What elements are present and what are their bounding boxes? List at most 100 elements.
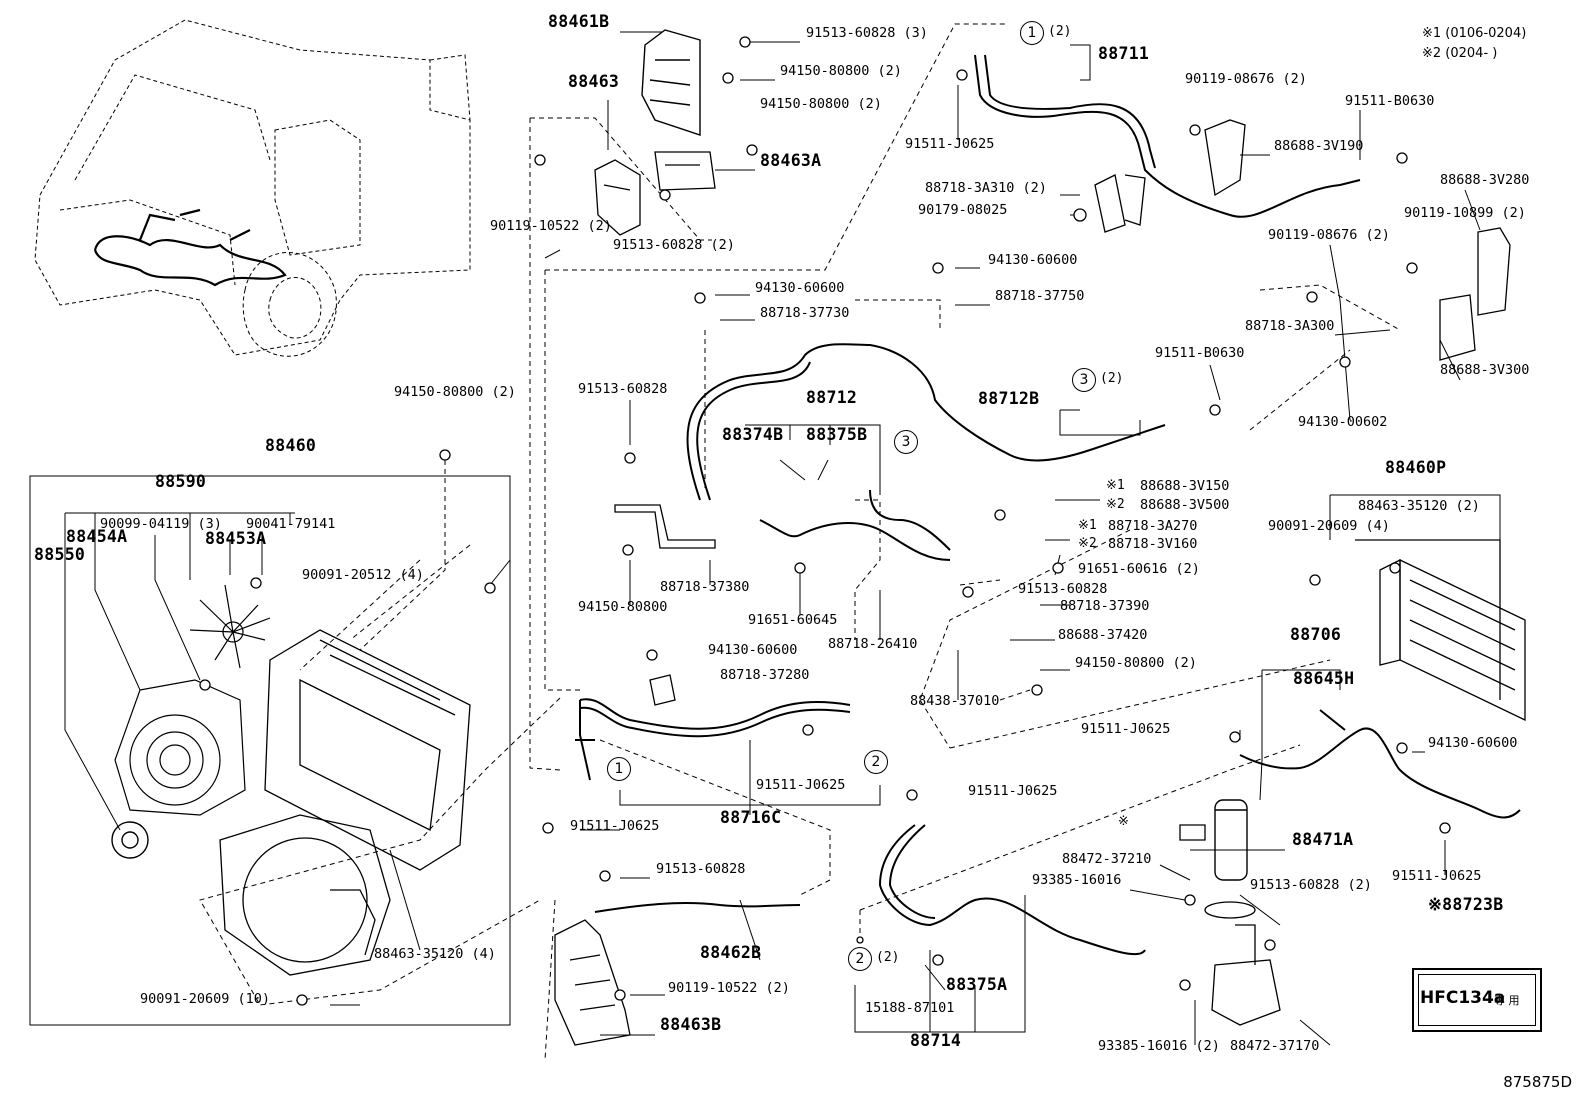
part-number-label: 94130-60600 xyxy=(755,280,845,296)
part-number-label: 94130-60600 xyxy=(1428,735,1518,751)
leader-lines xyxy=(29,31,1501,1046)
variant-mark: ※2 xyxy=(1106,497,1125,512)
part-number-label: 88438-37010 xyxy=(910,693,1000,709)
vehicle-outline xyxy=(34,19,471,357)
callout-circle: 2 xyxy=(864,750,888,774)
part-number-label: 90119-10522 (2) xyxy=(490,218,612,234)
condenser-88460p xyxy=(1355,539,1526,722)
callout-circle: 1 xyxy=(1020,21,1044,45)
part-number-label: 90041-79141 xyxy=(246,516,336,532)
callout-circle: 1 xyxy=(607,757,631,781)
part-number-label: 88453A xyxy=(205,529,267,548)
callout-circle: 3 xyxy=(1072,368,1096,392)
part-number-label: 91513-60828 xyxy=(1018,581,1108,597)
part-number-label: 91651-60616 (2) xyxy=(1078,561,1200,577)
bracket-88472-37170 xyxy=(1204,901,1281,1026)
part-number-label: 88706 xyxy=(1290,625,1342,644)
part-number-label: 91511-B0630 xyxy=(1155,345,1245,361)
part-number-label: 90119-08676 (2) xyxy=(1268,227,1390,243)
part-number-label: 88463-35120 (2) xyxy=(1358,498,1480,514)
hose-88712-lower xyxy=(759,489,951,561)
band-88472-37210 xyxy=(1179,824,1206,841)
part-number-label: 94130-60600 xyxy=(988,252,1078,268)
part-number-label: 88472-37210 xyxy=(1062,851,1152,867)
part-number-label: 94130-60600 xyxy=(708,642,798,658)
part-number-label: 91513-60828 (2) xyxy=(613,237,735,253)
part-number-label: 94150-80800 (2) xyxy=(394,384,516,400)
part-number-label: 90119-08676 (2) xyxy=(1185,71,1307,87)
part-number-label: 88712B xyxy=(978,389,1040,408)
bracket-88688-3v190 xyxy=(1094,119,1246,233)
part-number-label: 88471A xyxy=(1292,830,1354,849)
part-number-label: 88718-3A310 (2) xyxy=(925,180,1047,196)
part-number-label: 88460P xyxy=(1385,458,1447,477)
cable-88462b xyxy=(594,902,801,913)
callout-circle: 2 xyxy=(848,947,872,971)
fasteners xyxy=(199,36,1451,1006)
part-number-label: 91511-J0625 xyxy=(1392,868,1482,884)
shroud-88454a xyxy=(114,679,246,816)
part-number-label: 88462B xyxy=(700,943,762,962)
part-number-label: 88688-3V280 xyxy=(1440,172,1530,188)
variant-mark: ※1 xyxy=(1078,518,1097,533)
receiver-88471a xyxy=(1214,799,1248,881)
part-number-label: 88718-3V160 xyxy=(1108,536,1198,552)
part-number-label: 88718-37730 xyxy=(760,305,850,321)
bracket-88463 xyxy=(594,151,716,236)
part-number-label: 91511-J0625 xyxy=(756,777,846,793)
part-number-label: 88460 xyxy=(265,436,317,455)
part-number-label: 88590 xyxy=(155,472,207,491)
hose-88716c xyxy=(575,698,851,781)
part-number-label: 88688-3V300 xyxy=(1440,362,1530,378)
fan-88453a xyxy=(189,584,271,669)
part-number-label: 15188-87101 xyxy=(865,1000,955,1016)
hose-88711 xyxy=(974,54,1361,218)
part-number-label: 88375B xyxy=(806,425,868,444)
bracket-88461b xyxy=(641,29,701,136)
part-number-label: 88688-3V500 xyxy=(1140,497,1230,513)
bracket-88718-37380 xyxy=(614,504,716,549)
part-number-label: 91511-J0625 xyxy=(570,818,660,834)
hose-88712 xyxy=(686,343,1166,501)
part-number-label: 88463B xyxy=(660,1015,722,1034)
part-number-label: 88711 xyxy=(1098,44,1150,63)
part-number-label: 88688-3V190 xyxy=(1274,138,1364,154)
part-number-label: 93385-16016 (2) xyxy=(1098,1038,1220,1054)
part-number-label: 88375A xyxy=(946,975,1008,994)
part-number-label: 90179-08025 xyxy=(918,202,1008,218)
bracket-88688-3v280 xyxy=(1439,227,1511,361)
bracket-88463b xyxy=(554,919,631,1046)
part-number-label: 88463A xyxy=(760,151,822,170)
part-number-label: 88463-35120 (4) xyxy=(374,946,496,962)
part-number-label: 90091-20512 (4) xyxy=(302,567,424,583)
part-number-label: 88712 xyxy=(806,388,858,407)
callout-circle: 3 xyxy=(894,430,918,454)
part-number-label: 88718-3A300 xyxy=(1245,318,1335,334)
part-number-label: 94150-80800 (2) xyxy=(760,96,882,112)
condenser xyxy=(264,629,471,871)
part-number-label: 91513-60828 (2) xyxy=(1250,877,1372,893)
tag-inner-border xyxy=(1418,974,1536,1026)
part-number-label: 94150-80800 xyxy=(578,599,668,615)
note-1: ※1 (0106-0204) xyxy=(1422,26,1527,41)
variant-mark: ※2 xyxy=(1078,536,1097,551)
part-number-label: 91511-B0630 xyxy=(1345,93,1435,109)
wire-harness xyxy=(93,208,287,287)
part-number-label: 91511-J0625 xyxy=(1081,721,1171,737)
hose-88706 xyxy=(1239,709,1521,819)
part-number-label: 90119-10899 (2) xyxy=(1404,205,1526,221)
part-number-label: 90091-20609 (10) xyxy=(140,991,271,1007)
part-number-label: 94150-80800 (2) xyxy=(1075,655,1197,671)
part-number-label: 90099-04119 (3) xyxy=(100,516,222,532)
lower-shroud xyxy=(219,814,391,976)
part-number-label: 94130-00602 xyxy=(1298,414,1388,430)
part-number-label: 90119-10522 (2) xyxy=(668,980,790,996)
tag-refrigerant-text: HFC134a xyxy=(1420,988,1506,1008)
refrigerant-label-tag: HFC134a 専 用 xyxy=(1412,968,1542,1032)
part-number-label: 88454A xyxy=(66,527,128,546)
part-number-label: 88463 xyxy=(568,72,620,91)
variant-mark: ※88723B xyxy=(1428,895,1504,914)
part-number-label: 88374B xyxy=(722,425,784,444)
dashed-leaders xyxy=(199,23,1401,1061)
part-number-label: 88688-3V150 xyxy=(1140,478,1230,494)
